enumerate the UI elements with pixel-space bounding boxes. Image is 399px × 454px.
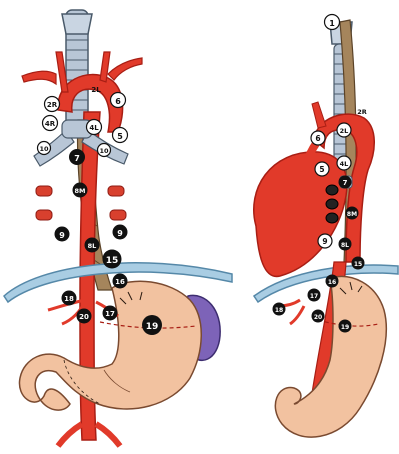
lat-node-7: 7 [339,176,352,189]
node-19: 19 [142,315,162,335]
label-4L: 4L [89,124,99,132]
lat-node-2L: 2L [337,123,351,137]
node-6: 6 [111,93,126,108]
label-19: 19 [146,322,159,332]
node-10-left: 10 [98,144,111,157]
lat-label-20: 20 [314,314,322,321]
stomach [19,281,201,410]
node-8L: 8L [85,238,100,253]
lat-node-6: 6 [311,131,325,145]
lat-node-4L: 4L [337,156,351,170]
lat-label-19: 19 [341,324,349,331]
node-16: 16 [113,274,128,289]
lat-node-19: 19 [339,320,352,333]
node-18: 18 [62,291,77,306]
lat-label-9: 9 [322,237,327,246]
label-18: 18 [64,295,74,303]
lat-node-15: 15 [352,257,365,270]
lat-label-7: 7 [343,179,348,187]
label-8M: 8M [75,187,86,195]
label-6: 6 [115,97,121,106]
lat-node-17: 17 [308,289,321,302]
label-2L: 2L [91,86,101,94]
label-20: 20 [79,313,89,321]
lat-label-8L: 8L [341,242,349,249]
label-4R: 4R [45,120,56,128]
lat-label-2R: 2R [357,108,367,116]
lat-label-6: 6 [315,134,320,143]
node-7: 7 [69,149,85,165]
node-15: 15 [103,250,122,269]
lat-node-16: 16 [326,275,339,288]
lat-label-15: 15 [354,261,362,268]
lat-label-4L: 4L [340,160,349,168]
label-15: 15 [106,256,119,266]
lat-label-1: 1 [329,19,335,28]
label-8L: 8L [88,242,97,250]
lat-node-2R: 2R [357,108,367,116]
node-5: 5 [113,128,128,143]
node-4L: 4L [87,120,102,135]
lat-label-18: 18 [275,307,283,314]
lat-node-8M: 8M [346,207,359,220]
node-4R: 4R [43,116,58,131]
panel-anterior-view: 2L 2R 4R 4L 6 5 10 10 [4,10,232,446]
lat-label-8M: 8M [347,211,357,218]
lat-node-18: 18 [273,303,286,316]
node-9-left: 9 [113,225,128,240]
node-17: 17 [103,306,118,321]
node-2R: 2R [45,97,60,112]
label-2R: 2R [47,101,58,109]
panel-lateral-view: 1 2R 2L 6 4L 5 7 8M 8L [254,15,398,438]
label-7: 7 [74,154,80,163]
label-16: 16 [115,278,125,286]
label-10-right: 10 [39,145,49,153]
node-8M: 8M [73,183,88,198]
lat-label-17: 17 [310,293,318,300]
node-10-right: 10 [38,142,51,155]
label-5: 5 [117,132,123,141]
lat-label-5: 5 [319,165,324,174]
lat-node-5: 5 [315,162,329,176]
label-9-left: 9 [117,229,123,238]
lat-node-9: 9 [318,234,332,248]
lat-node-8L: 8L [339,238,352,251]
node-20: 20 [77,309,92,324]
lat-label-2L: 2L [340,127,349,135]
label-17: 17 [105,310,115,318]
node-9-right: 9 [55,227,70,242]
label-9-right: 9 [59,231,65,240]
lat-node-20: 20 [312,310,325,323]
lat-node-1: 1 [325,15,340,30]
lat-label-16: 16 [328,279,336,286]
label-10-left: 10 [99,147,109,155]
